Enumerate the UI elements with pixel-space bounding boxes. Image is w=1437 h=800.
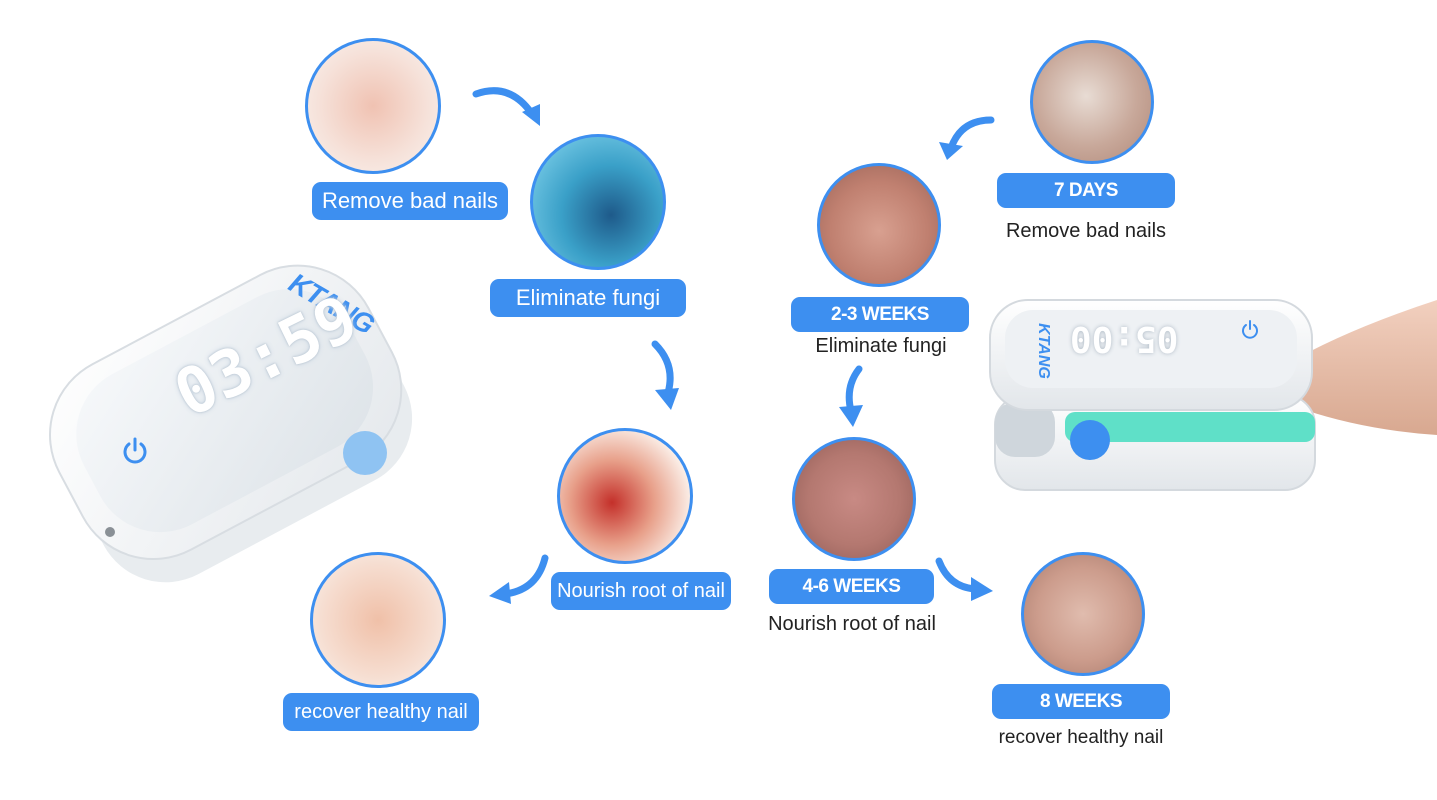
stage1-badge: 7 DAYS [997, 173, 1175, 208]
arrow-curve-icon [651, 340, 679, 410]
stage1-nail-photo [1030, 40, 1154, 164]
step2-fungi-photo [530, 134, 666, 270]
step4-label: recover healthy nail [283, 693, 479, 731]
stage1-caption: Remove bad nails [1005, 220, 1167, 242]
arrow-curve-icon [935, 557, 993, 601]
arrow-curve-icon [939, 116, 995, 160]
step4-healthy-hands-photo [310, 552, 446, 688]
step3-nail-diagram [557, 428, 693, 564]
stage3-nail-photo [792, 437, 916, 561]
stage2-caption: Eliminate fungi [815, 335, 947, 357]
arrow-curve-icon [839, 365, 863, 427]
stage2-badge: 2-3 WEEKS [791, 297, 969, 332]
stage3-caption: Nourish root of nail [768, 613, 936, 635]
stage2-nail-photo [817, 163, 941, 287]
stage4-caption: recover healthy nail [998, 727, 1164, 748]
stage4-badge: 8 WEEKS [992, 684, 1170, 719]
step2-label: Eliminate fungi [490, 279, 686, 317]
step1-hands-photo [305, 38, 441, 174]
device-right-display: 05:00 [1070, 318, 1179, 359]
power-icon[interactable] [118, 434, 152, 468]
device-right-illustration [989, 299, 1437, 491]
step3-label: Nourish root of nail [551, 572, 731, 610]
step1-label: Remove bad nails [312, 182, 508, 220]
stage4-nail-photo [1021, 552, 1145, 676]
power-icon[interactable] [1238, 318, 1262, 342]
device-left-illustration [48, 264, 413, 583]
arrow-curve-icon [489, 554, 549, 604]
device-right-brand: KTANG [1034, 323, 1052, 379]
stage3-badge: 4-6 WEEKS [769, 569, 934, 604]
arrow-curve-icon [472, 87, 540, 126]
